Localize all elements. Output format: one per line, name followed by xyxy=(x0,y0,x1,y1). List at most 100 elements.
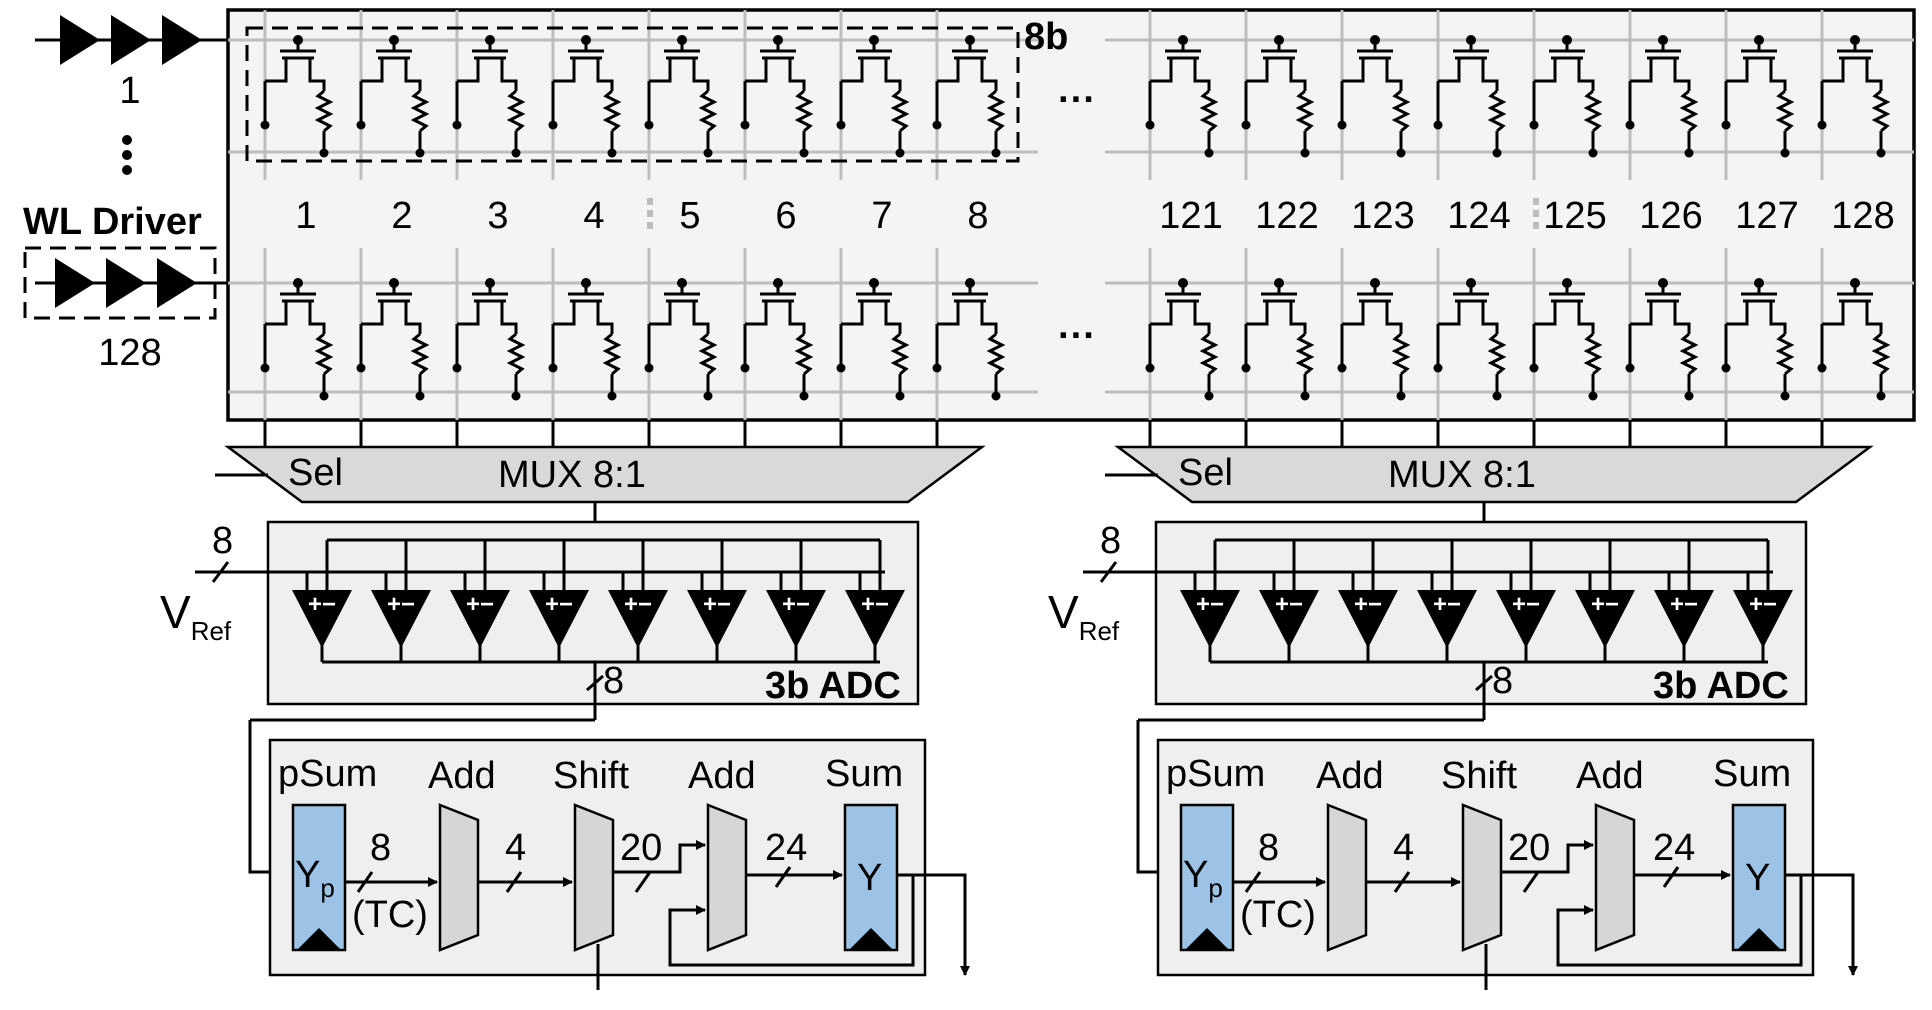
wl-driver-row-128: 128 xyxy=(23,246,228,374)
bitline-stubs xyxy=(263,420,1824,447)
accumulator-left: pSum Add Shift Add Sum Yp 8 (TC) 4 20 xyxy=(268,738,970,990)
sum-register: Y xyxy=(843,803,899,952)
adder-2 xyxy=(706,803,748,952)
adc-left: 8 VRef +−+−+−+−+−+−+−+− 8 3b ADC xyxy=(160,520,920,720)
column-label-8: 8 xyxy=(967,195,988,237)
column-label-126: 126 xyxy=(1639,195,1702,237)
comparator-sign: +− xyxy=(545,591,573,618)
mux-sel-label: Sel xyxy=(1178,452,1233,494)
comparator: +− xyxy=(1575,540,1635,662)
comparator: +− xyxy=(608,540,668,662)
comparator-sign: +− xyxy=(1512,591,1540,618)
peripheral-right: Sel MUX 8:1 8 VRef +−+−+−+−+−+−+−+− 8 3b… xyxy=(1048,445,1874,990)
row-ellipsis-vertical xyxy=(122,135,132,175)
column-label-121: 121 xyxy=(1159,195,1222,237)
comparator: +− xyxy=(292,540,352,662)
comparator-sign: +− xyxy=(703,591,731,618)
y-label: Y xyxy=(857,857,882,899)
mux-sel-label: Sel xyxy=(288,452,343,494)
adder-1 xyxy=(438,803,480,952)
comparator-sign: +− xyxy=(1196,591,1224,618)
accumulator-right: pSum Add Shift Add Sum Yp 8 (TC) 4 20 xyxy=(1156,738,1858,990)
psum-register: Yp xyxy=(291,803,347,952)
adc-right: 8 VRef +−+−+−+−+−+−+−+− 8 3b ADC xyxy=(1048,520,1808,720)
comparator-sign: +− xyxy=(1749,591,1777,618)
bus-tc-label: (TC) xyxy=(352,894,428,936)
array-ellipsis-bottom: ··· xyxy=(1058,315,1096,357)
comparator-bank: +−+−+−+−+−+−+−+− xyxy=(292,540,905,662)
wl-row-first-label: 1 xyxy=(119,70,140,112)
column-label-4: 4 xyxy=(583,195,604,237)
mux-label: MUX 8:1 xyxy=(1388,454,1536,496)
wl-row-last-label: 128 xyxy=(98,332,161,374)
column-label-5: 5 xyxy=(679,195,700,237)
comparator: +− xyxy=(1338,540,1398,662)
comparator: +− xyxy=(1417,540,1477,662)
psum-register: Yp xyxy=(1179,803,1235,952)
column-label-123: 123 xyxy=(1351,195,1414,237)
y-label: Y xyxy=(1745,857,1770,899)
comparator: +− xyxy=(371,540,431,662)
vref-label: VRef xyxy=(1048,586,1120,646)
yp-label: Yp xyxy=(295,854,335,903)
comparator: +− xyxy=(450,540,510,662)
adc-bus-in-label: 8 xyxy=(1100,520,1121,562)
column-label-128: 128 xyxy=(1831,195,1894,237)
mux-right: Sel MUX 8:1 xyxy=(1105,445,1874,504)
adc-label: 3b ADC xyxy=(765,665,901,707)
sum-label: Sum xyxy=(825,753,903,795)
mux-left: Sel MUX 8:1 xyxy=(215,445,986,504)
comparator-sign: +− xyxy=(624,591,652,618)
bus-8-label: 8 xyxy=(1258,827,1279,869)
bus-4-label: 4 xyxy=(505,827,526,869)
comparator-sign: +− xyxy=(1670,591,1698,618)
vref-label: VRef xyxy=(160,586,232,646)
bus-20-label: 20 xyxy=(620,827,662,869)
comparator: +− xyxy=(1259,540,1319,662)
shift-label: Shift xyxy=(553,755,629,797)
bus-24-label: 24 xyxy=(1653,827,1695,869)
adc-bus-in-label: 8 xyxy=(212,520,233,562)
comparator-bank: +−+−+−+−+−+−+−+− xyxy=(1180,540,1793,662)
sum-label: Sum xyxy=(1713,753,1791,795)
comparator: +− xyxy=(1733,540,1793,662)
comparator: +− xyxy=(687,540,747,662)
shifter xyxy=(1461,803,1503,952)
comparator: +− xyxy=(1180,540,1240,662)
column-label-3: 3 xyxy=(487,195,508,237)
add-label-2: Add xyxy=(1576,755,1644,797)
column-label-124: 124 xyxy=(1447,195,1510,237)
add-label-2: Add xyxy=(688,755,756,797)
column-label-1: 1 xyxy=(295,195,316,237)
column-label-6: 6 xyxy=(775,195,796,237)
mux-label: MUX 8:1 xyxy=(498,454,646,496)
bus-8-label: 8 xyxy=(370,827,391,869)
comparator-sign: +− xyxy=(1275,591,1303,618)
8b-group-label: 8b xyxy=(1024,16,1068,58)
comparator: +− xyxy=(529,540,589,662)
wl-driver-label: WL Driver xyxy=(23,201,202,243)
comparator-sign: +− xyxy=(466,591,494,618)
psum-label: pSum xyxy=(1166,753,1265,795)
shifter xyxy=(573,803,615,952)
psum-label: pSum xyxy=(278,753,377,795)
comparator: +− xyxy=(845,540,905,662)
column-label-125: 125 xyxy=(1543,195,1606,237)
add-label-1: Add xyxy=(1316,755,1384,797)
adc-bus-out-label: 8 xyxy=(603,660,624,702)
comparator: +− xyxy=(1654,540,1714,662)
bus-20-label: 20 xyxy=(1508,827,1550,869)
array-ellipsis-top: ··· xyxy=(1058,79,1096,121)
comparator: +− xyxy=(1496,540,1556,662)
add-label-1: Add xyxy=(428,755,496,797)
column-label-7: 7 xyxy=(871,195,892,237)
comparator-sign: +− xyxy=(308,591,336,618)
comparator-sign: +− xyxy=(1591,591,1619,618)
sum-register: Y xyxy=(1731,803,1787,952)
comparator-sign: +− xyxy=(861,591,889,618)
wl-driver-row-1: 1 xyxy=(35,15,228,112)
adder-1 xyxy=(1326,803,1368,952)
yp-label: Yp xyxy=(1183,854,1223,903)
